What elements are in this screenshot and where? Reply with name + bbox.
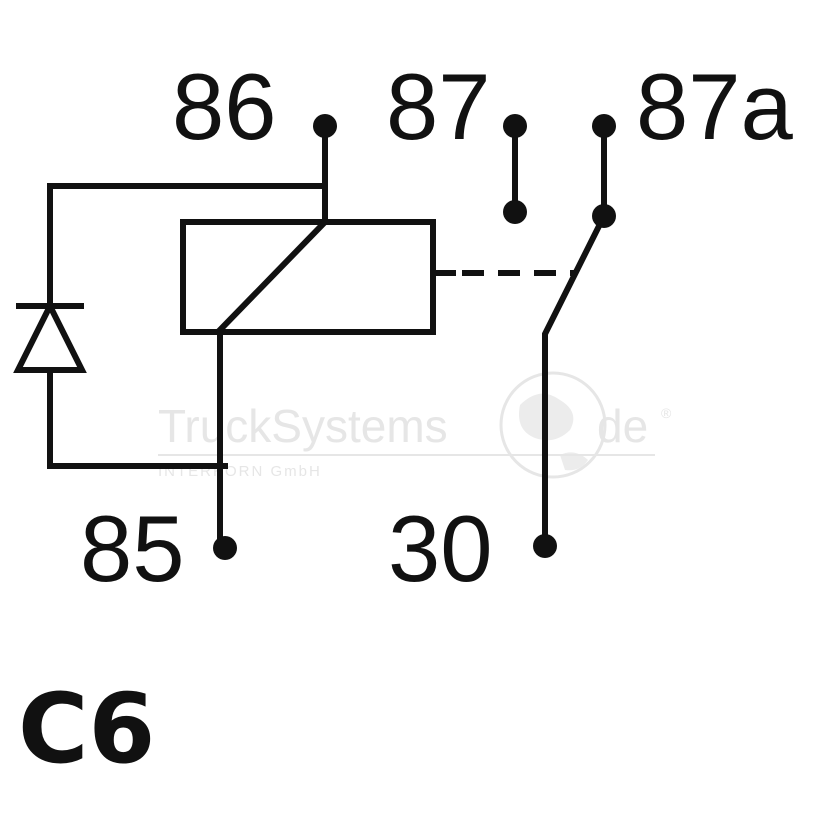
switch-blade [542,214,607,546]
schematic-wires [47,125,607,548]
terminal-87a [592,114,616,138]
pin-label-86: 86 [172,54,277,159]
relay-coil [180,219,436,335]
wire-diode-bottom [47,370,228,469]
terminal-85 [213,536,237,560]
diode-icon [13,299,87,373]
watermark-registered-mark: ® [661,405,672,421]
pin-label-87: 87 [386,54,491,159]
watermark: TruckSystems de ® INTERKORN GmbH [158,371,672,480]
terminal-87 [503,114,527,138]
terminal-87-contact [503,200,527,224]
pin-label-30: 30 [388,496,493,601]
pin-label-87a: 87a [636,54,794,159]
terminal-dots [213,114,616,560]
terminal-30 [533,534,557,558]
terminal-87a-contact [592,204,616,228]
globe-icon [499,371,607,479]
terminal-86 [313,114,337,138]
coil-diagonal [215,219,328,335]
relay-code-label: C6 [18,673,155,785]
pin-label-85: 85 [80,496,185,601]
watermark-text-right: de [597,400,648,452]
wire-diode-top [47,183,325,306]
watermark-text-left: TruckSystems [158,400,448,452]
